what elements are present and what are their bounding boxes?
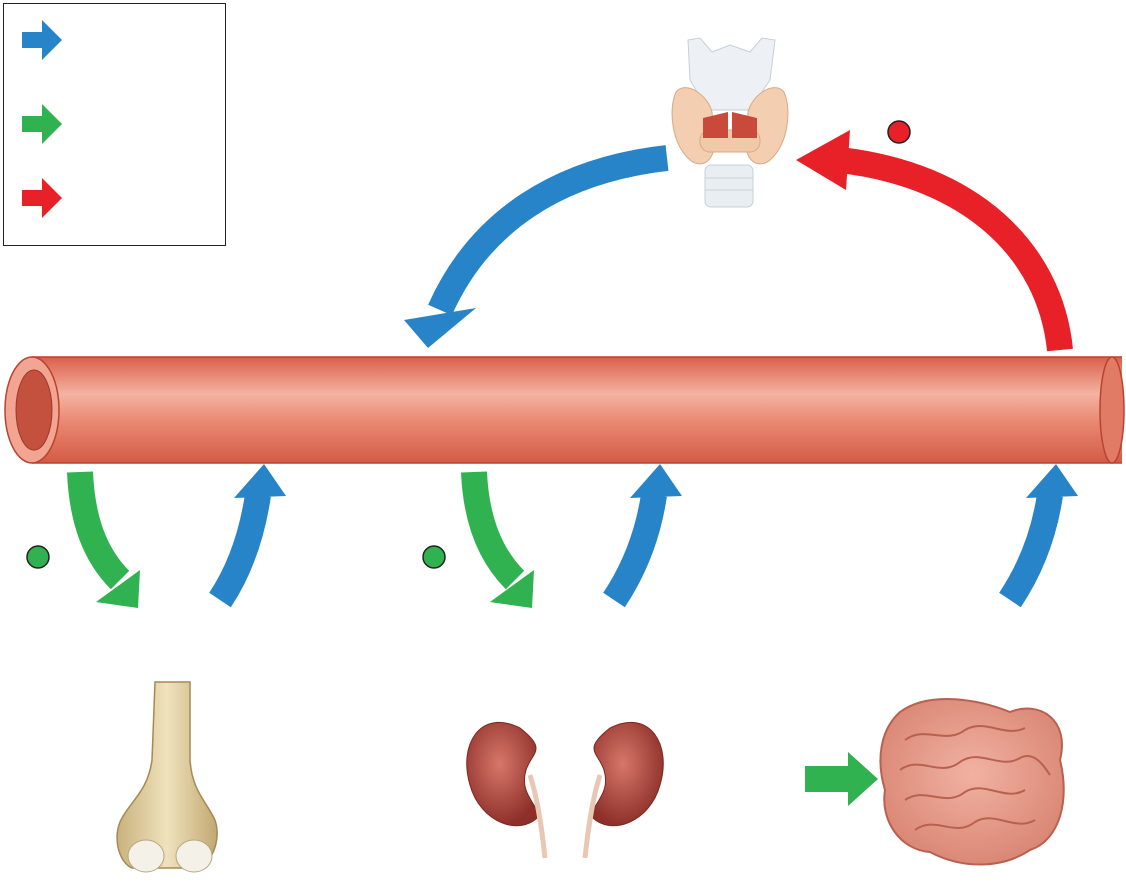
- small-intestine-icon: [879, 698, 1065, 866]
- kidneys-icon: [466, 722, 664, 859]
- bone-icon: [116, 681, 218, 873]
- legend-blue-arrow-icon: [18, 18, 70, 62]
- green-arrow-vessel-to-bone: [67, 471, 140, 608]
- legend-red-arrow-icon: [18, 176, 70, 220]
- blue-arrow-kidney-to-vessel: [603, 464, 682, 608]
- bone-dot: [26, 545, 50, 569]
- blue-arrow-intestine-to-vessel: [999, 464, 1078, 608]
- kidney-dot: [422, 545, 446, 569]
- legend-green-arrow-icon: [18, 102, 70, 146]
- blood-vessel-icon: [4, 356, 1125, 464]
- thyroid-dot: [887, 120, 911, 144]
- red-arrow-vessel-to-thyroid: [796, 130, 1073, 352]
- blue-arrow-bone-to-vessel: [209, 464, 286, 608]
- thyroid-gland-icon: [671, 37, 789, 208]
- green-arrow-vessel-to-kidney: [461, 471, 534, 608]
- legend-box: [3, 3, 226, 246]
- blue-arrow-thyroid-to-vessel: [404, 145, 669, 348]
- green-arrow-to-intestine: [805, 752, 878, 806]
